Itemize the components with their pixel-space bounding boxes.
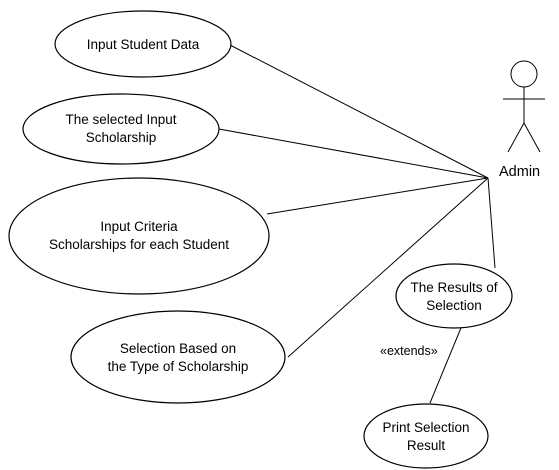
association-input-criteria xyxy=(266,177,489,215)
use-case-label: Result xyxy=(407,438,446,453)
use-case-label: Input Student Data xyxy=(87,37,200,52)
use-case-label: The selected Input xyxy=(65,112,176,127)
use-case-label: The Results of xyxy=(410,280,497,295)
extends-stereotype-label: «extends» xyxy=(380,344,438,358)
use-case-results-of-selection[interactable]: The Results of Selection xyxy=(395,263,513,329)
use-case-label: Input Criteria xyxy=(100,219,178,234)
use-case-label: Print Selection xyxy=(382,420,469,435)
use-case-selection-based-on-type[interactable]: Selection Based on the Type of Scholarsh… xyxy=(70,310,286,404)
use-case-label: Scholarship xyxy=(86,130,157,145)
use-case-label: Selection xyxy=(426,298,482,313)
use-case-print-selection-result[interactable]: Print Selection Result xyxy=(363,403,489,469)
use-case-label: Scholarships for each Student xyxy=(49,237,229,252)
actor-admin[interactable]: Admin xyxy=(499,60,545,180)
use-case-input-criteria[interactable]: Input Criteria Scholarships for each Stu… xyxy=(8,177,270,295)
associations xyxy=(218,44,496,404)
stick-figure-icon xyxy=(503,60,545,153)
use-case-label: the Type of Scholarship xyxy=(108,359,249,374)
use-case-selected-input-scholarship[interactable]: The selected Input Scholarship xyxy=(22,93,220,165)
association-results-of-selection xyxy=(487,177,496,269)
use-case-label: Selection Based on xyxy=(120,341,236,356)
extends-relationship-line xyxy=(429,322,464,404)
use-case-input-student-data[interactable]: Input Student Data xyxy=(54,10,232,78)
association-selected-input-scholarship xyxy=(218,128,489,179)
association-selection-based-on-type xyxy=(287,177,489,358)
association-input-student-data xyxy=(229,44,489,179)
actor-name: Admin xyxy=(499,164,540,180)
